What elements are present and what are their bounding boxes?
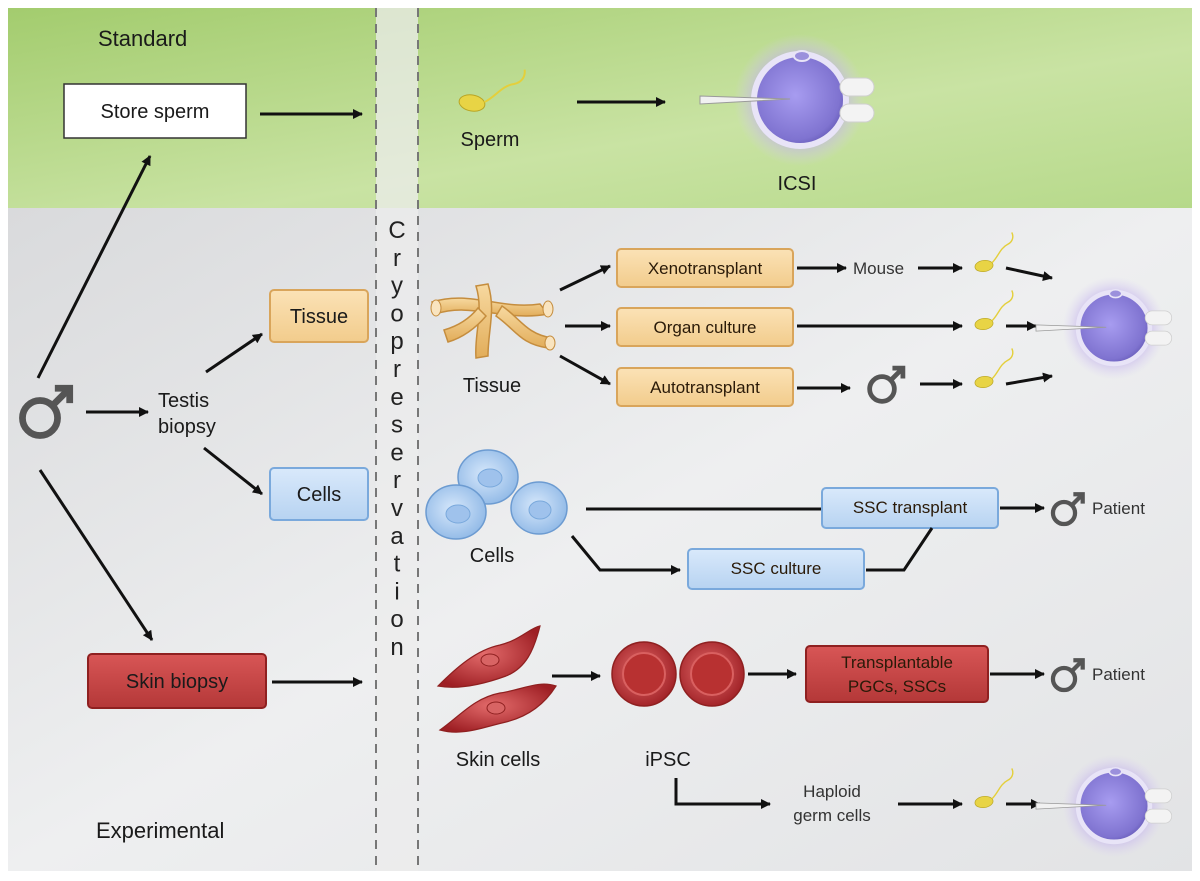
- ssc-transplant-box: [821, 487, 999, 529]
- cells-box: [269, 467, 369, 521]
- skin-biopsy-label: Skin biopsy: [126, 671, 228, 693]
- ssc-culture-box: [687, 548, 865, 590]
- arrow-male-to-store-sperm: [36, 155, 152, 379]
- cryopreservation-letter: p: [390, 328, 403, 355]
- experimental-panel: [8, 208, 1192, 871]
- xenotransplant-box: [616, 248, 794, 288]
- sperm-label: Sperm: [461, 129, 520, 151]
- cryopreservation-letter: y: [391, 273, 403, 300]
- cryopreservation-letter: s: [391, 412, 403, 439]
- experimental-title: Experimental: [96, 818, 224, 843]
- testis-biopsy-label: Testis: [158, 390, 209, 412]
- transplantable-label-2: PGCs, SSCs: [848, 677, 946, 696]
- tissue-box-label: Tissue: [290, 306, 348, 328]
- arrow-tissue-to-xeno: [559, 264, 611, 292]
- arrow-male-to-skin: [38, 469, 154, 641]
- cells-label: Cells: [470, 545, 514, 567]
- store-sperm-label: Store sperm: [101, 101, 210, 123]
- cryopreservation-letter: t: [394, 551, 401, 578]
- transplantable-label: Transplantable: [841, 653, 953, 672]
- cryopreservation-letter: e: [390, 384, 403, 411]
- skin-cells-icon: [436, 625, 557, 733]
- ssc-culture-label: SSC culture: [731, 559, 822, 578]
- cryopreservation-letter: e: [390, 439, 403, 466]
- autotransplant-box: [616, 367, 794, 407]
- skin-biopsy-box: [87, 653, 267, 709]
- cells-box-label: Cells: [297, 484, 341, 506]
- cryopreservation-letter: r: [393, 245, 401, 272]
- autotransplant-label: Autotransplant: [650, 378, 760, 397]
- store-sperm-box: [63, 83, 247, 139]
- cryopreservation-letter: C: [388, 217, 405, 244]
- arrow-xeno-sperm-to-icsi: [1005, 266, 1053, 281]
- mouse-label: Mouse: [853, 259, 904, 278]
- skin-cells-label: Skin cells: [456, 749, 540, 771]
- ipsc-label: iPSC: [645, 749, 691, 771]
- cryopreservation-letter: r: [393, 467, 401, 494]
- standard-title: Standard: [98, 26, 187, 51]
- cryopreservation-column: [376, 8, 418, 871]
- patient-label-cells: Patient: [1092, 499, 1145, 518]
- cryopreservation-letter: o: [390, 300, 403, 327]
- haploid-label: Haploid: [803, 782, 861, 801]
- line-ssc-culture-to-transplant: [866, 527, 934, 572]
- cryopreservation-letter: i: [394, 578, 399, 605]
- cryopreservation-letter: v: [391, 495, 403, 522]
- ipsc-icon: [611, 641, 745, 707]
- arrow-ipsc-to-haploid: [674, 778, 771, 809]
- cryopreservation-letter: r: [393, 356, 401, 383]
- cryopreservation-letter: a: [390, 523, 404, 550]
- cryopreservation-letter: n: [390, 634, 403, 661]
- tissue-box: [269, 289, 369, 343]
- cryopreservation-letter: o: [390, 606, 403, 633]
- xenotransplant-label: Xenotransplant: [648, 259, 763, 278]
- testis-biopsy-label-2: biopsy: [158, 416, 216, 438]
- icsi-label: ICSI: [778, 173, 817, 195]
- tissue-label: Tissue: [463, 375, 521, 397]
- arrow-tissue-to-auto: [559, 354, 611, 386]
- spermatogonial-cells-icon: [425, 449, 568, 540]
- organ-culture-box: [616, 307, 794, 347]
- haploid-label-2: germ cells: [793, 806, 870, 825]
- patient-label-skin: Patient: [1092, 665, 1145, 684]
- arrow-testis-to-tissue: [205, 332, 263, 374]
- ssc-transplant-label: SSC transplant: [853, 498, 968, 517]
- organ-culture-label: Organ culture: [654, 318, 757, 337]
- arrow-testis-to-cells: [203, 446, 263, 496]
- arrow-auto-sperm-to-icsi: [1005, 372, 1053, 386]
- arrow-cells-to-ssc-culture: [570, 535, 681, 575]
- seminiferous-tubules-icon: [430, 283, 556, 359]
- transplantable-box: [805, 645, 989, 703]
